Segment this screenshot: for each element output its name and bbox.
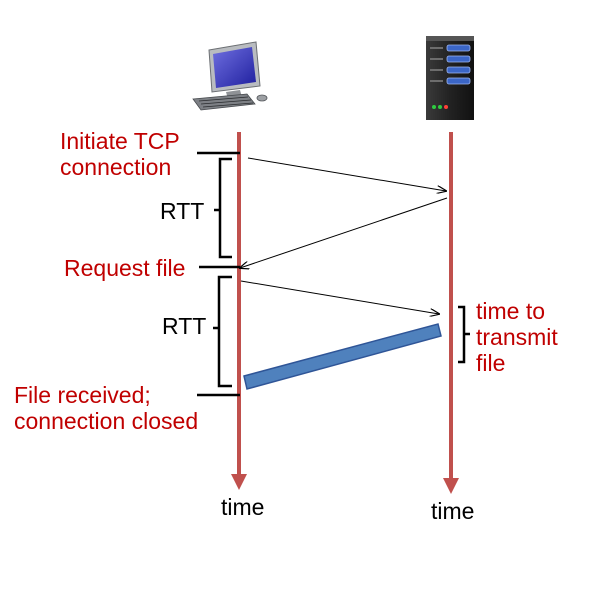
file-received-line1: File received; — [14, 382, 151, 408]
request-arrow — [240, 280, 439, 314]
desktop-computer-icon — [192, 41, 268, 111]
synack-arrow — [240, 197, 448, 268]
time-to-transmit-line2: transmit — [476, 324, 558, 350]
server-time-label: time — [431, 498, 475, 524]
file-received-line2: connection closed — [14, 408, 199, 434]
initiate-tcp-line2: connection — [60, 154, 172, 180]
syn-arrow — [247, 157, 446, 191]
server-tower-icon — [426, 36, 474, 120]
file-transfer-bar — [243, 323, 442, 390]
initiate-tcp-label: Initiate TCP connection — [60, 128, 180, 180]
transmit-bracket — [458, 305, 470, 364]
file-received-label: File received; connection closed — [14, 382, 198, 434]
client-timeline — [231, 132, 247, 490]
rtt-label-2: RTT — [162, 313, 207, 339]
initiate-tcp-line1: Initiate TCP — [60, 128, 180, 154]
time-to-transmit-line1: time to — [476, 298, 546, 324]
rtt-label-1: RTT — [160, 198, 205, 224]
rtt-bracket-1 — [214, 157, 232, 259]
client-time-label: time — [221, 494, 265, 520]
request-file-label: Request file — [64, 255, 186, 281]
server-timeline — [443, 132, 459, 494]
time-to-transmit-label: time to transmit file — [476, 298, 558, 376]
rtt-bracket-2 — [213, 275, 232, 388]
time-to-transmit-line3: file — [476, 350, 506, 376]
